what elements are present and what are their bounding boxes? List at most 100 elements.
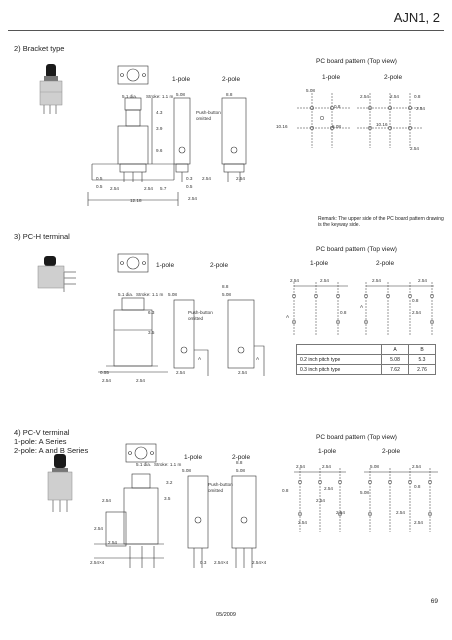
pch-dim-6-3: 6.3 [148, 310, 155, 315]
pch-pcb-title: PC board pattern (Top view) [316, 246, 397, 253]
pch-label-2-pole: 2-pole [210, 262, 229, 269]
pcv-switch-photo [47, 454, 73, 512]
pcv-pcb-dim-2-54i: 2.54 [414, 520, 423, 525]
pch-dim-5-08: 5.08 [168, 292, 177, 297]
header-divider [8, 30, 444, 31]
section-subtitle-pcv-1: 1-pole: A Series [14, 437, 67, 446]
bracket-pcb-dim-5-08: 5.08 [306, 88, 315, 93]
bracket-dim-8-8: 8.8 [226, 92, 233, 97]
table-cell: 5.08 [381, 354, 409, 365]
bracket-pcb-dim-2-54a: 2.54 [360, 94, 369, 99]
pch-pitch-table: A B 0.2 inch pitch type 5.08 5.3 0.3 inc… [296, 344, 436, 375]
pch-dim-0-55: 0.55 [100, 370, 109, 375]
bracket-pcb-hole-2: 0.8 [414, 94, 421, 99]
bracket-pcb-dim-2-54b: 2.54 [390, 94, 399, 99]
pcv-dim-8-8: 8.8 [236, 460, 243, 465]
section-title-pcv: 4) PC-V terminal [14, 428, 70, 437]
pch-dim-5-08b: 5.08 [222, 292, 231, 297]
pch-pcb-hole: 0.8 [340, 310, 347, 315]
bracket-switch-photo [39, 64, 63, 114]
pcv-label-2-pole: 2-pole [232, 454, 251, 461]
pcv-dim-3-5: 3.5 [164, 496, 171, 501]
pch-pcb-dim-2-54b: 2.54 [320, 278, 329, 283]
table-cell: 2.76 [408, 364, 436, 375]
pch-dim-2-54b: 2.54 [136, 378, 145, 383]
pcv-dim-5-1: 5.1 dia. [136, 462, 152, 467]
pcv-pcb-dim-5-08: 5.08 [370, 464, 379, 469]
bracket-dim-5-7: 5.7 [160, 186, 167, 191]
bracket-pcb-dim-2-54d: 2.54 [410, 146, 419, 151]
table-header-row: A B [296, 344, 436, 355]
pch-dim-2-54: 2.54 [102, 378, 111, 383]
bracket-dim-3-9: 3.9 [156, 126, 163, 131]
pcv-dim-2-54x4: 2.54×4 [90, 560, 105, 565]
table-header-cell: A [381, 344, 409, 355]
bracket-pcb-1-pole: 1-pole [322, 74, 341, 81]
pch-stroke: Stroke: 1.1 m [136, 292, 164, 297]
pcv-pcb-dim-5-08b: 5.08 [360, 490, 369, 495]
section-title-pch: 3) PC-H terminal [14, 232, 70, 241]
pch-switch-photo [37, 256, 76, 292]
table-cell: 5.3 [408, 354, 436, 365]
pcv-dim-5-08: 5.08 [182, 468, 191, 473]
bracket-dim-0-5: 0.5 [96, 176, 103, 181]
pcv-dim-2-54x4b: 2.54×4 [252, 560, 267, 565]
pcv-dim-3-2: 3.2 [166, 480, 173, 485]
pcv-pcb-2-pole: 2-pole [382, 448, 401, 455]
pcv-pcb-dim-2-54b: 2.54 [322, 464, 331, 469]
pcv-stroke: Stroke: 1.1 m [154, 462, 182, 467]
bracket-dim-2-54b: 2.54 [144, 186, 153, 191]
pch-pcb-2-pole: 2-pole [376, 260, 395, 267]
bracket-dim-2-54-side: 2.54 [202, 176, 211, 181]
pch-dim-3-5: 3.5 [148, 330, 155, 335]
pch-pcb-pattern [291, 282, 435, 336]
pcv-dim-0-3: 0.3 [200, 560, 207, 565]
pch-dim-5-1: 5.1 dia. [118, 292, 134, 297]
pch-dim-8-8: 8.8 [222, 284, 229, 289]
pch-dim-a2: A [256, 356, 260, 361]
pcv-pcb-hole: 0.8 [282, 488, 289, 493]
pch-dim-a: A [198, 356, 202, 361]
bracket-pcb-dim-2-54c: 2.54 [416, 106, 425, 111]
pcv-push-button-note: Push-button omitted [208, 482, 233, 493]
pch-pcb-hole-2: 0.8 [412, 298, 419, 303]
bracket-dimension-drawing [87, 65, 247, 206]
section-title-bracket: 2) Bracket type [14, 44, 65, 53]
pcv-pcb-dim-2-54c: 2.54 [412, 464, 421, 469]
pcv-pcb-pattern [294, 468, 438, 532]
footer-date: 05/2009 [216, 612, 236, 618]
bracket-pcb-dim-10-16b: 10.16 [376, 122, 388, 127]
pch-pcb-dim-2-54e: 2.54 [412, 310, 421, 315]
document-title: AJN1, 2 [393, 10, 440, 25]
pch-push-button-note: Push-button omitted [188, 310, 213, 321]
table-header-cell: B [408, 344, 436, 355]
pch-pcb-1-pole: 1-pole [310, 260, 329, 267]
page-number: 69 [430, 598, 438, 605]
pcv-dim-2-54x4-side: 2.54×4 [214, 560, 229, 565]
pch-label-1-pole: 1-pole [156, 262, 175, 269]
pch-dim-2-54d: 2.54 [238, 370, 247, 375]
bracket-dim-2-54-bottom: 2.54 [188, 196, 197, 201]
bracket-dim-0-5b: 0.5 [96, 184, 103, 189]
bracket-dim-2-54a: 2.54 [110, 186, 119, 191]
table-row: 0.3 inch pitch type 7.62 2.76 [296, 364, 436, 375]
pcv-label-1-pole: 1-pole [184, 454, 203, 461]
pch-pcb-dim-2-54d: 2.54 [418, 278, 427, 283]
pch-pcb-dim-a2: A [360, 304, 364, 309]
bracket-label-2-pole: 2-pole [222, 76, 241, 83]
pch-pcb-dim-a: A [286, 314, 290, 319]
bracket-dim-5-1: 5.1 dia. [122, 94, 138, 99]
bracket-pcb-2-pole: 2-pole [384, 74, 403, 81]
bracket-label-1-pole: 1-pole [172, 76, 191, 83]
bracket-dim-2-54-side2: 2.54 [236, 176, 245, 181]
table-cell: 7.62 [381, 364, 409, 375]
bracket-dim-0-5c: 0.5 [186, 184, 193, 189]
bracket-dim-12-18: 12.18 [130, 198, 142, 203]
section-subtitle-pcv-2: 2-pole: A and B Series [14, 446, 89, 455]
pcv-dim-2-54a: 2.54 [102, 498, 111, 503]
pcv-pcb-dim-2-54g: 2.54 [298, 520, 307, 525]
bracket-pcb-dim-10-16: 10.16 [276, 124, 288, 129]
pch-dimension-drawing [98, 253, 265, 376]
pcv-pcb-hole-2: 0.8 [414, 484, 421, 489]
pch-pcb-dim-2-54c: 2.54 [372, 278, 381, 283]
